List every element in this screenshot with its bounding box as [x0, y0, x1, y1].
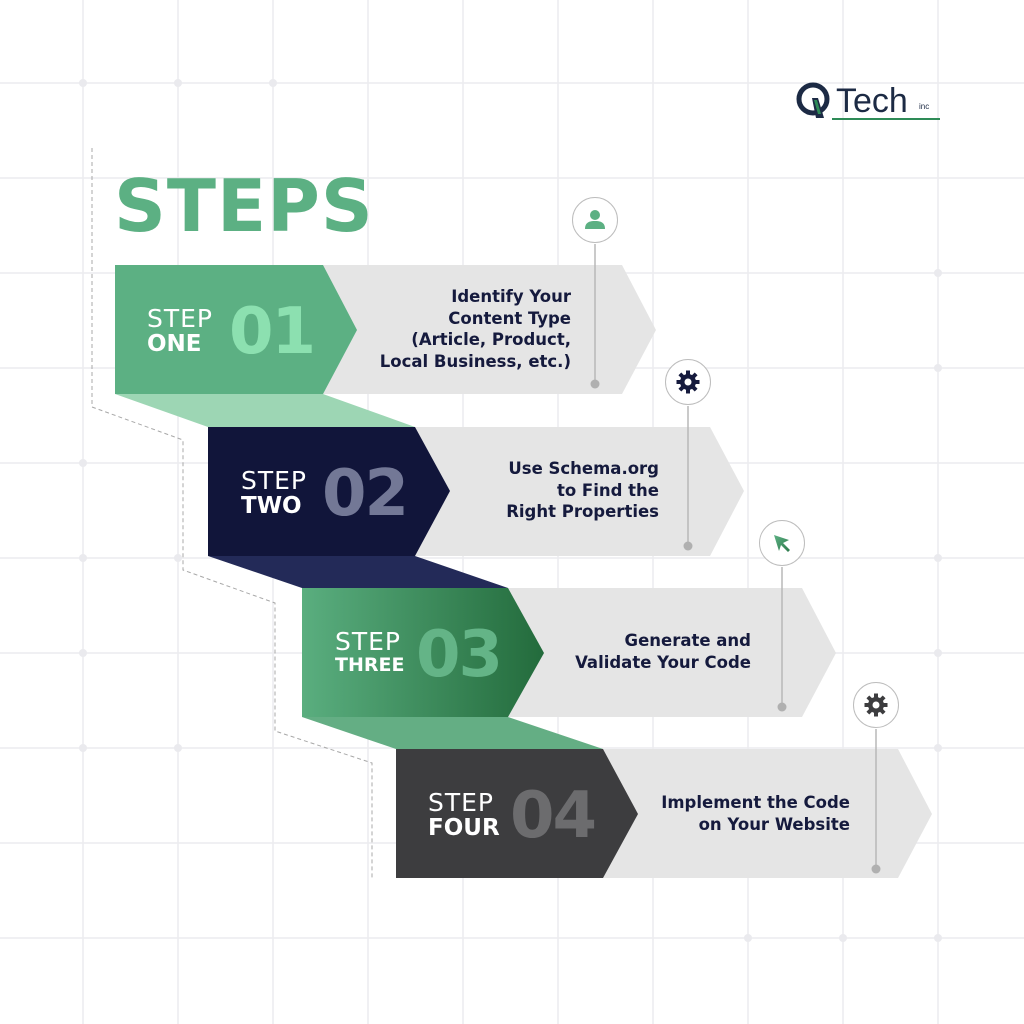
description-line: Identify Your — [451, 287, 571, 306]
page-title: STEPS — [114, 164, 374, 248]
description-line: Local Business, etc.) — [379, 351, 571, 371]
logo-suffix: inc — [919, 102, 930, 111]
step-3-icon-badge — [759, 520, 805, 566]
step-3-description: Generate and Validate Your Code — [575, 630, 751, 673]
step-1-description: Identify Your Content Type (Article, Pro… — [380, 286, 571, 372]
gear-icon — [864, 693, 888, 717]
logo-underline — [832, 118, 940, 120]
step-4-description: Implement the Code on Your Website — [661, 792, 850, 835]
description-line: Validate Your Code — [575, 652, 751, 672]
step-2-icon-badge — [665, 359, 711, 405]
step-word: STEP — [241, 466, 308, 495]
gear-icon — [676, 370, 700, 394]
description-line: Use Schema.org — [508, 459, 659, 478]
step-3-label: STEP THREE — [335, 629, 404, 675]
logo-text: Tech — [836, 82, 908, 120]
step-ordinal: ONE — [147, 331, 202, 357]
description-line: (Article, Product, — [411, 330, 571, 349]
step-4-label: STEP FOUR — [428, 790, 500, 840]
step-2-description: Use Schema.org to Find the Right Propert… — [506, 458, 659, 523]
description-line: Right Properties — [506, 502, 659, 521]
description-line: Generate and — [624, 631, 751, 650]
step-2-label: STEP TWO — [241, 468, 307, 518]
step-1-icon-badge — [572, 197, 618, 243]
step-word: STEP — [428, 788, 495, 817]
step-ordinal: TWO — [241, 493, 302, 519]
step-2-number: 02 — [322, 457, 409, 531]
step-3-number: 03 — [416, 618, 503, 692]
description-line: Content Type — [448, 308, 571, 328]
step-4-number: 04 — [510, 779, 597, 853]
step-1-label: STEP ONE — [147, 306, 213, 356]
step-ordinal: FOUR — [428, 815, 500, 841]
step-word: STEP — [335, 627, 402, 656]
q-logo-mark-icon — [796, 82, 830, 118]
user-icon — [585, 210, 605, 229]
step-1-number: 01 — [229, 295, 316, 369]
step-ordinal: THREE — [335, 654, 405, 676]
qtech-logo: Tech inc — [796, 80, 946, 130]
cursor-icon — [774, 535, 790, 552]
description-line: Implement the Code — [661, 793, 850, 812]
description-line: on Your Website — [698, 814, 850, 834]
step-4-icon-badge — [853, 682, 899, 728]
step-word: STEP — [147, 304, 214, 333]
description-line: to Find the — [556, 480, 659, 500]
